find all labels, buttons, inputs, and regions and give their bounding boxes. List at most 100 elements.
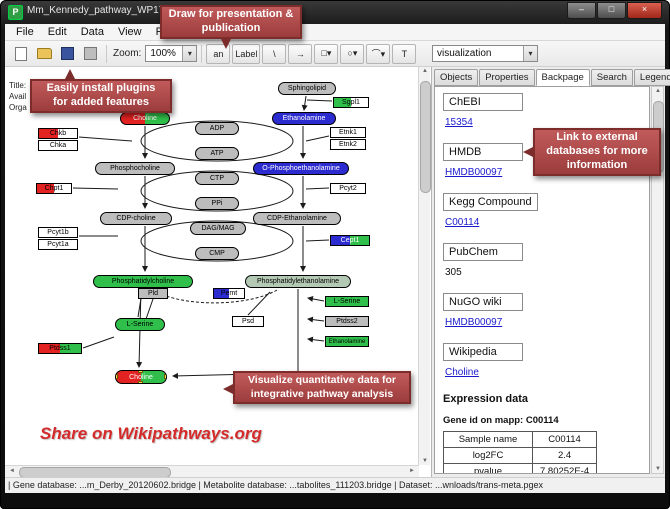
node-label: Sgpl1 (342, 99, 360, 106)
tab-legend[interactable]: Legend (633, 69, 670, 86)
node-o-phosphoethanolamine[interactable]: O-Phosphoethanolamine (253, 162, 349, 175)
tool-arc-button[interactable]: ⌒▾ (366, 43, 391, 64)
node-atp[interactable]: ATP (195, 147, 239, 160)
scroll-right-icon[interactable]: ► (409, 468, 415, 474)
menu-view[interactable]: View (117, 26, 142, 38)
node-label: Ethanolamine (282, 115, 326, 122)
db-link-wikipedia[interactable]: Choline (445, 367, 479, 378)
db-header-chebi: ChEBI (443, 93, 523, 111)
node-ptdss1[interactable]: Ptdss1 (38, 343, 82, 354)
node-l-serine-right[interactable]: L-Serine (325, 296, 369, 307)
maximize-button[interactable]: □ (597, 2, 626, 19)
node-label: Pcyt1a (47, 241, 69, 248)
node-choline-top[interactable]: Choline (120, 112, 170, 125)
node-ethanolamine-right[interactable]: Ethanolamine (325, 336, 369, 347)
db-header-kegg: Kegg Compound (443, 193, 538, 211)
tab-properties[interactable]: Properties (479, 69, 535, 86)
open-file-button[interactable] (33, 43, 55, 64)
pathway-info-labels: Title: Avail Orga (9, 80, 27, 113)
node-etnk1[interactable]: Etnk1 (330, 127, 366, 138)
selection-handle[interactable] (116, 374, 118, 379)
selection-handle[interactable] (138, 371, 143, 373)
tool-arrow-button[interactable]: → (288, 43, 313, 64)
canvas-vertical-scrollbar[interactable]: ▲ ▼ (418, 67, 431, 465)
node-cdp-ethanolamine[interactable]: CDP-Ethanolamine (253, 212, 341, 225)
node-phosphatidylcholine[interactable]: Phosphatidylcholine (93, 275, 193, 288)
db-link-chebi[interactable]: 15354 (445, 117, 473, 128)
node-ctp[interactable]: CTP (195, 172, 239, 185)
db-link-hmdb[interactable]: HMDB00097 (445, 167, 503, 178)
export-button[interactable] (79, 43, 101, 64)
tool-label-button[interactable]: Label (232, 43, 261, 64)
tool-rect-button[interactable]: □▾ (314, 43, 339, 64)
node-chkb[interactable]: Chkb (38, 128, 78, 139)
node-pcyt2[interactable]: Pcyt2 (330, 183, 366, 194)
node-phosphocholine[interactable]: Phosphocholine (95, 162, 175, 175)
tab-objects[interactable]: Objects (434, 69, 479, 86)
tab-search[interactable]: Search (590, 69, 633, 86)
node-pcyt1a[interactable]: Pcyt1a (38, 239, 78, 250)
scrollbar-thumb[interactable] (420, 81, 431, 193)
tool-oval-button[interactable]: ○▾ (340, 43, 365, 64)
scroll-up-icon[interactable]: ▲ (655, 88, 661, 94)
node-pld[interactable]: Pld (138, 288, 168, 299)
menu-file[interactable]: File (16, 26, 34, 38)
table-cell: Sample name (443, 431, 533, 448)
node-ethanolamine-top[interactable]: Ethanolamine (272, 112, 336, 125)
node-etnk2[interactable]: Etnk2 (330, 139, 366, 150)
table-row: pvalue 7.80252E-4 (443, 463, 598, 473)
zoom-combobox[interactable]: 100% ▾ (145, 45, 198, 62)
db-link-kegg[interactable]: C00114 (445, 217, 480, 228)
tool-text-button[interactable]: T (392, 43, 417, 64)
node-sgpl1[interactable]: Sgpl1 (333, 97, 369, 108)
visualization-combobox[interactable]: visualization ▾ (432, 45, 538, 62)
node-label: Ptdss1 (49, 345, 71, 352)
node-pemt[interactable]: Pemt (213, 288, 245, 299)
node-chka[interactable]: Chka (38, 140, 78, 151)
chevron-down-icon[interactable]: ▾ (523, 46, 537, 61)
table-cell: 7.80252E-4 (531, 463, 598, 473)
export-icon (83, 47, 97, 60)
chevron-down-icon[interactable]: ▾ (182, 46, 197, 61)
menu-edit[interactable]: Edit (47, 26, 67, 38)
selection-handle[interactable] (116, 371, 118, 373)
node-choline-selected[interactable]: Choline (115, 370, 167, 384)
selection-handle[interactable] (164, 374, 166, 379)
node-label: Pcyt1b (47, 229, 69, 236)
scroll-down-icon[interactable]: ▼ (422, 458, 428, 464)
selection-handle[interactable] (164, 371, 166, 373)
node-cept1[interactable]: Cept1 (330, 235, 370, 246)
node-cmp[interactable]: CMP (195, 247, 239, 260)
scroll-up-icon[interactable]: ▲ (422, 68, 428, 74)
node-label: Chka (49, 142, 67, 149)
db-value-pubchem: 305 (445, 267, 462, 278)
node-psd[interactable]: Psd (232, 316, 264, 327)
canvas-horizontal-scrollbar[interactable]: ◄ ► (5, 465, 419, 478)
node-ppi[interactable]: PPi (195, 197, 239, 210)
node-phosphatidylethanolamine[interactable]: Phosphatidylethanolamine (245, 275, 351, 288)
node-l-serine-left[interactable]: L-Serine (115, 318, 165, 331)
node-label: CTP (210, 175, 224, 182)
menu-data[interactable]: Data (80, 26, 104, 38)
selection-handle[interactable] (116, 381, 118, 383)
scroll-down-icon[interactable]: ▼ (655, 466, 661, 472)
minimize-button[interactable]: – (567, 2, 596, 19)
tab-backpage[interactable]: Backpage (535, 69, 590, 86)
node-sphingolipid[interactable]: Sphingolipid (278, 82, 336, 95)
table-cell: log2FC (443, 447, 533, 464)
node-chpt1[interactable]: Chpt1 (36, 183, 72, 194)
selection-handle[interactable] (138, 381, 143, 383)
node-pcyt1b[interactable]: Pcyt1b (38, 227, 78, 238)
close-button[interactable]: × (627, 2, 662, 19)
tool-line-button[interactable]: \ (262, 43, 287, 64)
save-file-button[interactable] (56, 43, 78, 64)
db-link-nugo[interactable]: HMDB00097 (445, 317, 503, 328)
node-cdp-choline[interactable]: CDP-choline (100, 212, 172, 225)
node-dag-mag[interactable]: DAG/MAG (190, 222, 246, 235)
scroll-left-icon[interactable]: ◄ (9, 468, 15, 474)
pathway-canvas[interactable]: Title: Avail Orga (5, 67, 419, 465)
node-ptdss2[interactable]: Ptdss2 (325, 316, 369, 327)
selection-handle[interactable] (164, 381, 166, 383)
node-adp[interactable]: ADP (195, 122, 239, 135)
new-file-button[interactable] (10, 43, 32, 64)
